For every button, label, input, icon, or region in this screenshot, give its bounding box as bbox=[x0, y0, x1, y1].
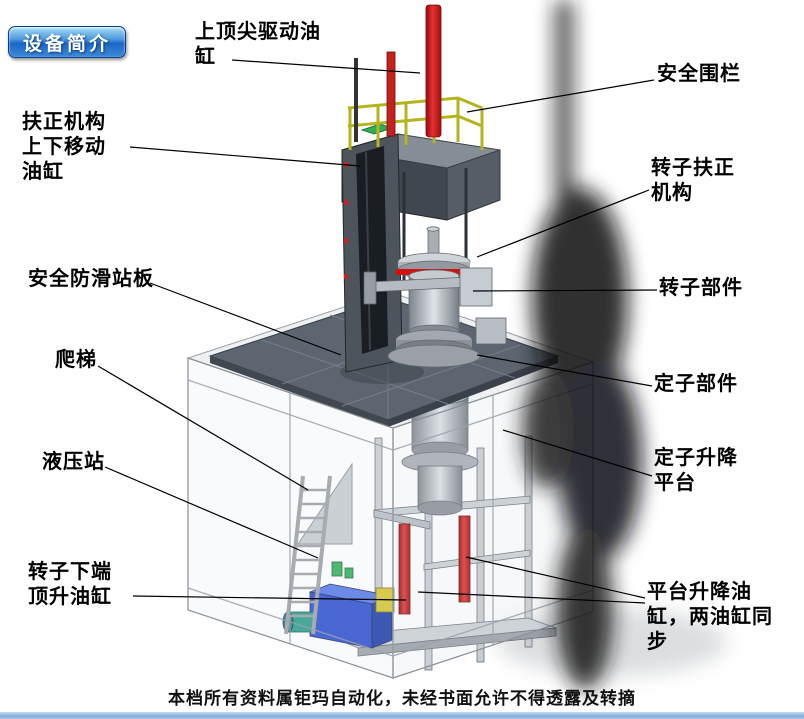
callout-centering-cylinder: 扶正机构上下移动油缸 bbox=[22, 111, 106, 183]
callout-hydraulic-station: 液压站 bbox=[42, 451, 105, 473]
callout-rotor-centering: 转子扶正机构 bbox=[651, 157, 735, 204]
title-badge: 设备简介 bbox=[8, 26, 126, 58]
callout-rotor-component: 转子部件 bbox=[659, 277, 743, 299]
footer-watermark: 本档所有资料属钜玛自动化，未经书面允许不得透露及转摘 bbox=[168, 689, 636, 708]
leader-line bbox=[132, 595, 407, 601]
platform-lift-cylinder-right bbox=[458, 515, 471, 603]
callout-ladder: 爬梯 bbox=[55, 349, 97, 371]
stator-lift-frame bbox=[329, 435, 557, 671]
leader-line bbox=[476, 354, 653, 387]
leader-line bbox=[149, 282, 342, 356]
callout-stator-component: 定子部件 bbox=[654, 373, 738, 395]
callout-anti-slip-board: 安全防滑站板 bbox=[28, 268, 154, 290]
callout-rotor-lower-jack: 转子下端顶升油缸 bbox=[28, 561, 112, 608]
leader-line bbox=[231, 59, 421, 74]
leader-line bbox=[502, 429, 653, 477]
leader-lines bbox=[97, 59, 658, 604]
leader-line bbox=[129, 146, 361, 167]
leader-line bbox=[104, 466, 319, 559]
top-drive-cylinder bbox=[354, 4, 442, 142]
platform-lift-cylinder-left bbox=[398, 523, 411, 615]
leader-line bbox=[465, 556, 646, 599]
bottom-blue-strip bbox=[0, 712, 804, 719]
rotor-centering-mechanism bbox=[363, 267, 507, 345]
callout-platform-lift-cylinders: 平台升降油缸，两油缸同步 bbox=[647, 581, 773, 653]
shadow-smudge bbox=[523, 0, 642, 690]
leader-line bbox=[466, 79, 655, 113]
callout-top-drive-cylinder: 上顶尖驱动油缸 bbox=[195, 21, 321, 68]
leader-line bbox=[476, 189, 650, 258]
access-ladder bbox=[284, 462, 353, 635]
callout-stator-lift-platform: 定子升降平台 bbox=[654, 447, 738, 494]
leader-line bbox=[97, 365, 309, 491]
callout-safety-fence: 安全围栏 bbox=[657, 63, 741, 85]
leader-line bbox=[417, 591, 646, 604]
leader-line bbox=[472, 289, 658, 292]
